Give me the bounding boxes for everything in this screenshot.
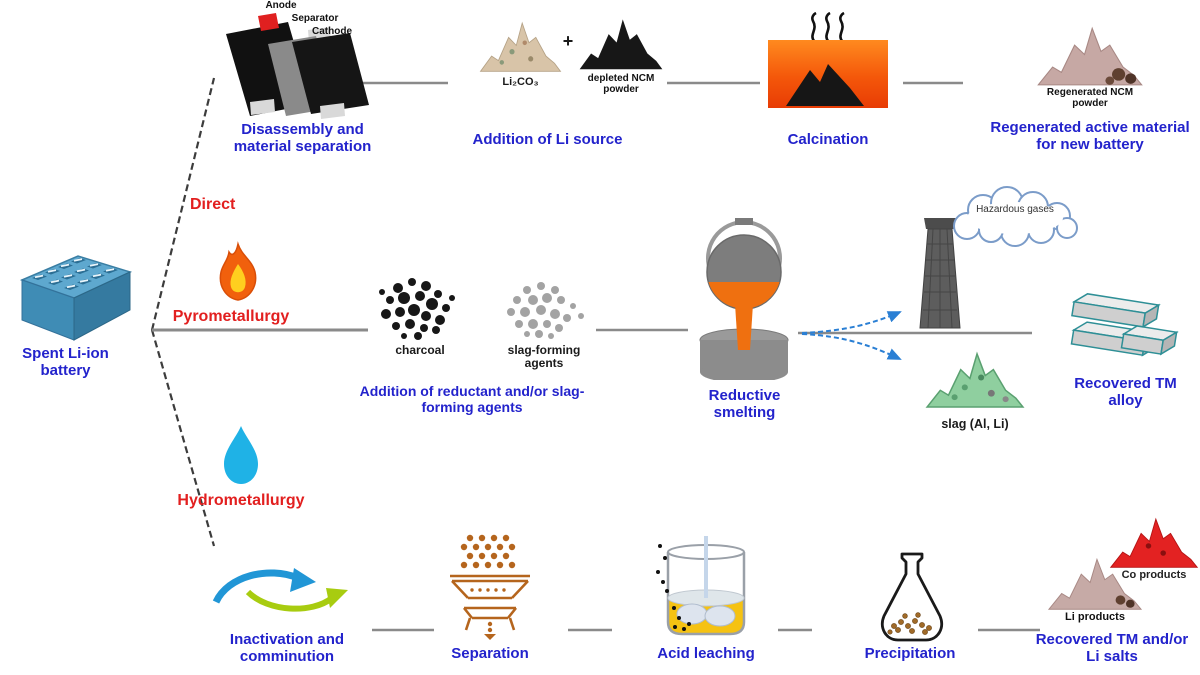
calcination-label: Calcination	[787, 131, 869, 148]
slag-pile-icon	[925, 351, 1025, 408]
tm-alloy-label: Recovered TM alloy	[1074, 375, 1177, 409]
co-products-pile-icon	[1109, 517, 1199, 568]
precipitation-label: Precipitation	[864, 645, 956, 662]
separation-label: Separation	[451, 645, 529, 662]
recovered-salts-label: Recovered TM and/or Li salts	[1035, 631, 1189, 665]
precipitation-flask-icon	[880, 552, 944, 642]
regenerated-ncm-powder-icon	[1037, 26, 1143, 86]
cell-stack-icon	[226, 13, 369, 119]
li2co3-powder-icon	[479, 21, 562, 72]
slag-label: slag (Al, Li)	[941, 417, 1009, 431]
separation-sieve-icon	[450, 534, 530, 640]
disassembly-label: Disassembly and material separation	[233, 121, 372, 155]
chimney-icon	[919, 218, 961, 329]
charcoal-label: charcoal	[395, 343, 445, 357]
comminution-arrows-icon	[212, 568, 348, 612]
depleted-ncm-powder-icon	[579, 19, 663, 70]
spent-battery-icon	[19, 255, 133, 341]
separator-label: Separator	[291, 13, 339, 24]
cathode-label: Cathode	[312, 26, 352, 37]
pyro-addition-label: Addition of reductant and/or slag-formin…	[359, 383, 585, 415]
li-products-label: Li products	[1065, 611, 1125, 623]
spent-battery-label: Spent Li-ion battery	[22, 345, 109, 379]
calcination-furnace-icon	[768, 40, 888, 108]
inactivation-label: Inactivation and comminution	[229, 631, 345, 665]
plus-sign: +	[562, 31, 574, 51]
depleted-ncm-label: depleted NCM powder	[587, 73, 655, 95]
heat-waves-icon	[811, 12, 845, 42]
slag-agents-label: slag-forming agents	[507, 343, 581, 371]
flame-icon	[219, 241, 257, 301]
hazardous-gases-label: Hazardous gases	[976, 204, 1054, 215]
route-pyro-label: Pyrometallurgy	[172, 308, 290, 325]
li2co3-label: Li₂CO₃	[502, 76, 539, 88]
water-drop-icon	[224, 426, 258, 484]
route-hydro-label: Hydrometallurgy	[177, 492, 305, 509]
co-products-label: Co products	[1121, 569, 1187, 581]
regen-active-label: Regenerated active material for new batt…	[990, 119, 1190, 153]
gas-cloud-icon	[953, 186, 1078, 247]
acid-leaching-beaker-icon	[656, 536, 746, 636]
route-direct-label: Direct	[190, 196, 236, 213]
slag-agents-icon	[507, 282, 584, 339]
regen-ncm-label: Regenerated NCM powder	[1046, 87, 1134, 109]
acid-leaching-label: Acid leaching	[657, 645, 755, 662]
tm-alloy-ingots-icon	[1070, 293, 1179, 357]
li-products-pile-icon	[1047, 557, 1143, 610]
charcoal-icon	[379, 278, 455, 340]
addition-li-source-label: Addition of Li source	[472, 131, 623, 148]
smelting-label: Reductive smelting	[708, 387, 781, 421]
smelting-ladle-icon	[699, 218, 789, 380]
anode-label: Anode	[265, 0, 297, 11]
